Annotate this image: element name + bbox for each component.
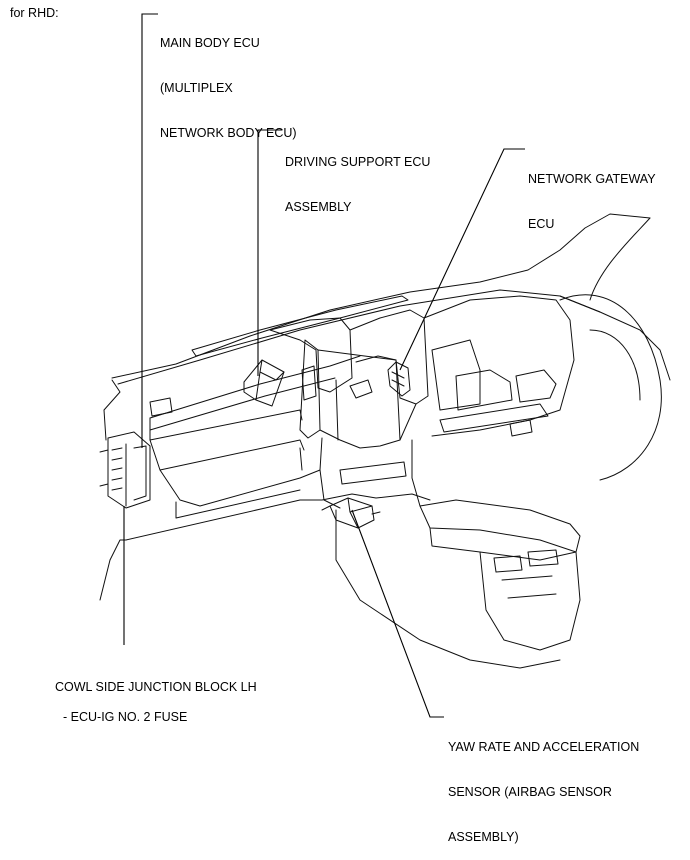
label-cowl-side-junction-block: COWL SIDE JUNCTION BLOCK LH — [55, 650, 257, 710]
label-line: ASSEMBLY — [285, 200, 352, 214]
label-line: ASSEMBLY) — [448, 830, 519, 844]
leader-driving-support-ecu — [257, 129, 282, 376]
diagram-heading: for RHD: — [10, 6, 59, 20]
label-line: - ECU-IG NO. 2 FUSE — [63, 710, 188, 724]
leader-lines — [123, 13, 525, 718]
label-driving-support-ecu: DRIVING SUPPORT ECU ASSEMBLY — [285, 125, 430, 230]
label-network-gateway-ecu: NETWORK GATEWAY ECU — [528, 142, 656, 247]
label-yaw-rate-sensor: YAW RATE AND ACCELERATION SENSOR (AIRBAG… — [448, 710, 639, 860]
leader-yaw-rate-sensor — [351, 509, 444, 718]
label-ecu-ig-fuse: - ECU-IG NO. 2 FUSE — [63, 680, 187, 740]
label-line: ECU — [528, 217, 555, 231]
label-line: YAW RATE AND ACCELERATION — [448, 740, 640, 754]
leader-main-body-ecu — [141, 13, 158, 448]
leader-network-gateway-ecu — [399, 148, 525, 371]
label-line: COWL SIDE JUNCTION BLOCK LH — [55, 680, 257, 694]
label-line: SENSOR (AIRBAG SENSOR — [448, 785, 612, 799]
label-line: MAIN BODY ECU — [160, 36, 260, 50]
label-line: NETWORK GATEWAY — [528, 172, 656, 186]
dashboard-linework — [99, 213, 671, 669]
label-line: DRIVING SUPPORT ECU — [285, 155, 431, 169]
label-line: (MULTIPLEX — [160, 81, 233, 95]
